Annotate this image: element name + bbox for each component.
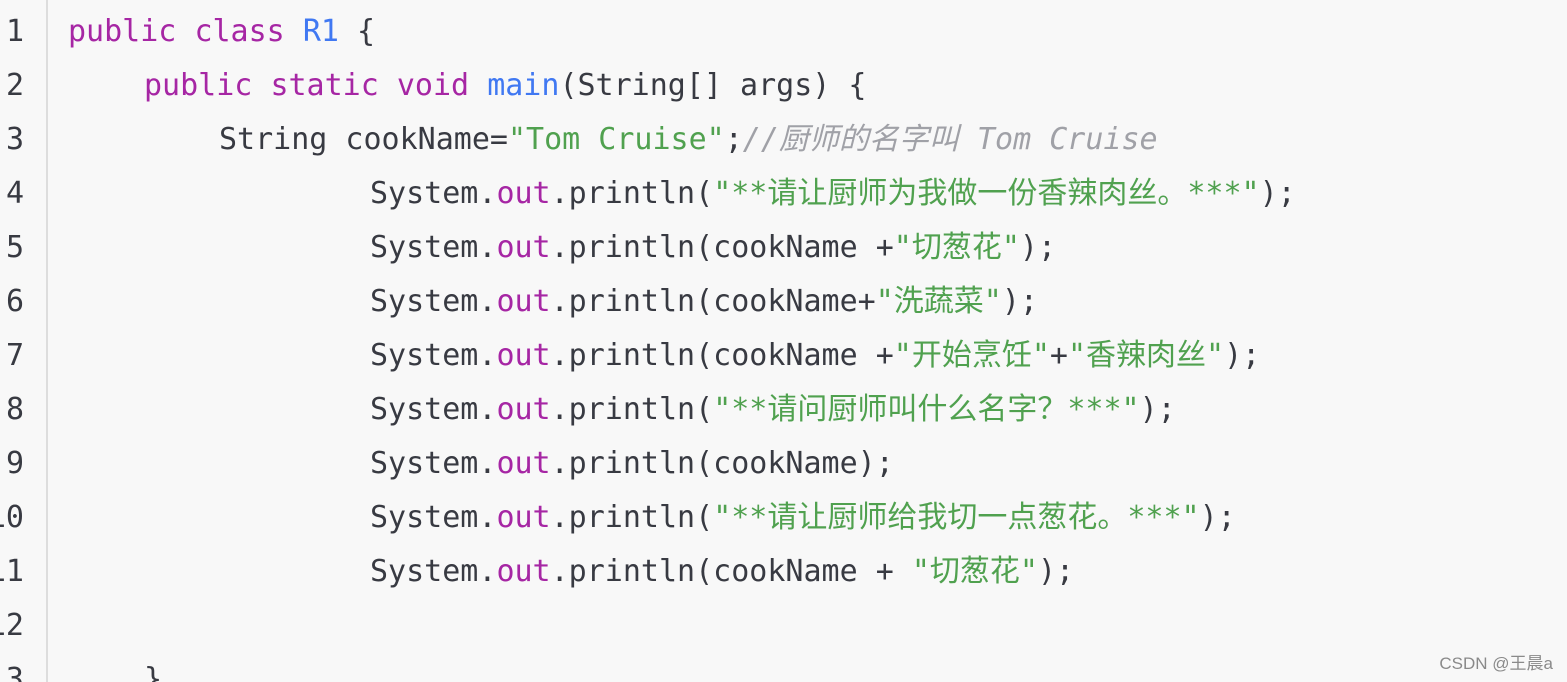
code-text: ); xyxy=(1037,554,1075,589)
code-content[interactable]: public class R1 { public static void mai… xyxy=(68,0,1567,682)
code-line-3: String cookName="Tom Cruise";//厨师的名字叫 To… xyxy=(219,113,1158,167)
line-number: 8 xyxy=(5,392,24,427)
string-literal: "切葱花" xyxy=(911,554,1038,589)
code-text: ); xyxy=(1224,338,1261,373)
keyword: static xyxy=(270,68,379,103)
line-number: 4 xyxy=(5,176,24,211)
code-line-6: System.out.println(cookName+"洗蔬菜"); xyxy=(370,275,1038,329)
code-line-8: System.out.println("**请问厨师叫什么名字？***"); xyxy=(370,383,1176,437)
string-literal: "**请问厨师叫什么名字？***" xyxy=(713,392,1140,427)
string-literal: "**请让厨师为我做一份香辣肉丝。***" xyxy=(713,176,1260,211)
code-comment: //厨师的名字叫 Tom Cruise xyxy=(742,122,1158,157)
line-number: 5 xyxy=(5,230,24,265)
code-line-13: } xyxy=(144,653,162,682)
keyword: void xyxy=(396,68,470,103)
string-literal: "**请让厨师给我切一点葱花。***" xyxy=(713,500,1200,535)
code-text: System. xyxy=(370,230,497,265)
code-text: .println(cookName); xyxy=(550,446,894,481)
code-text: ); xyxy=(1259,176,1296,211)
code-text: ); xyxy=(1199,500,1236,535)
code-text: } xyxy=(144,662,163,682)
line-number: 12 xyxy=(0,608,24,643)
line-number: 3 xyxy=(5,122,24,157)
string-literal: "切葱花" xyxy=(893,230,1020,265)
code-text: .println(cookName+ xyxy=(550,284,876,319)
line-number: 1 xyxy=(5,14,24,49)
code-line-4: System.out.println("**请让厨师为我做一份香辣肉丝。***"… xyxy=(370,167,1296,221)
line-number-gutter: 1 2 3 4 5 6 7 8 9 10 11 12 13 xyxy=(0,0,48,682)
field-name: out xyxy=(496,554,551,589)
line-number: 7 xyxy=(5,338,24,373)
code-line-10: System.out.println("**请让厨师给我切一点葱花。***"); xyxy=(370,491,1236,545)
line-number: 9 xyxy=(5,446,24,481)
line-number: 11 xyxy=(0,554,24,589)
code-text: System. xyxy=(370,500,497,535)
code-text: ); xyxy=(1139,392,1176,427)
code-text: System. xyxy=(370,338,497,373)
code-text: System. xyxy=(370,554,497,589)
field-name: out xyxy=(496,446,551,481)
keyword: public xyxy=(144,68,253,103)
code-line-11: System.out.println(cookName + "切葱花"); xyxy=(370,545,1074,599)
code-text: { xyxy=(357,14,376,49)
watermark: CSDN @王晨a xyxy=(1439,654,1553,673)
keyword: class xyxy=(194,14,285,49)
code-text: ); xyxy=(1019,230,1057,265)
code-line-7: System.out.println(cookName +"开始烹饪"+"香辣肉… xyxy=(370,329,1260,383)
field-name: out xyxy=(496,392,551,427)
code-text: .println( xyxy=(550,176,714,211)
field-name: out xyxy=(496,500,551,535)
code-text: (String[] args) { xyxy=(559,68,867,103)
class-name: R1 xyxy=(302,14,339,49)
string-literal: "洗蔬菜" xyxy=(875,284,1002,319)
code-text: ); xyxy=(1001,284,1038,319)
code-line-5: System.out.println(cookName +"切葱花"); xyxy=(370,221,1056,275)
keyword: public xyxy=(68,14,177,49)
line-number: 10 xyxy=(0,500,24,535)
field-name: out xyxy=(496,338,551,373)
field-name: out xyxy=(496,284,551,319)
method-name: main xyxy=(487,68,560,103)
line-number: 6 xyxy=(5,284,24,319)
code-text: .println( xyxy=(550,500,714,535)
string-literal: "香辣肉丝" xyxy=(1067,338,1225,373)
line-number: 2 xyxy=(5,68,24,103)
string-literal: "开始烹饪" xyxy=(893,338,1050,373)
code-text: + xyxy=(1049,338,1068,373)
code-text: .println(cookName + xyxy=(550,554,912,589)
code-text: ; xyxy=(724,122,743,157)
code-line-2: public static void main(String[] args) { xyxy=(144,59,866,113)
code-line-1: public class R1 { xyxy=(68,5,375,59)
code-text: System. xyxy=(370,446,497,481)
code-line-9: System.out.println(cookName); xyxy=(370,437,894,491)
line-number: 13 xyxy=(0,662,24,682)
field-name: out xyxy=(496,230,551,265)
code-text: System. xyxy=(370,176,497,211)
string-literal: "Tom Cruise" xyxy=(507,122,725,157)
code-text: .println( xyxy=(550,392,714,427)
code-text: System. xyxy=(370,392,497,427)
code-text: System. xyxy=(370,284,497,319)
code-text: .println(cookName + xyxy=(550,230,894,265)
field-name: out xyxy=(496,176,551,211)
code-text: String cookName= xyxy=(219,122,508,157)
code-text: .println(cookName + xyxy=(550,338,894,373)
